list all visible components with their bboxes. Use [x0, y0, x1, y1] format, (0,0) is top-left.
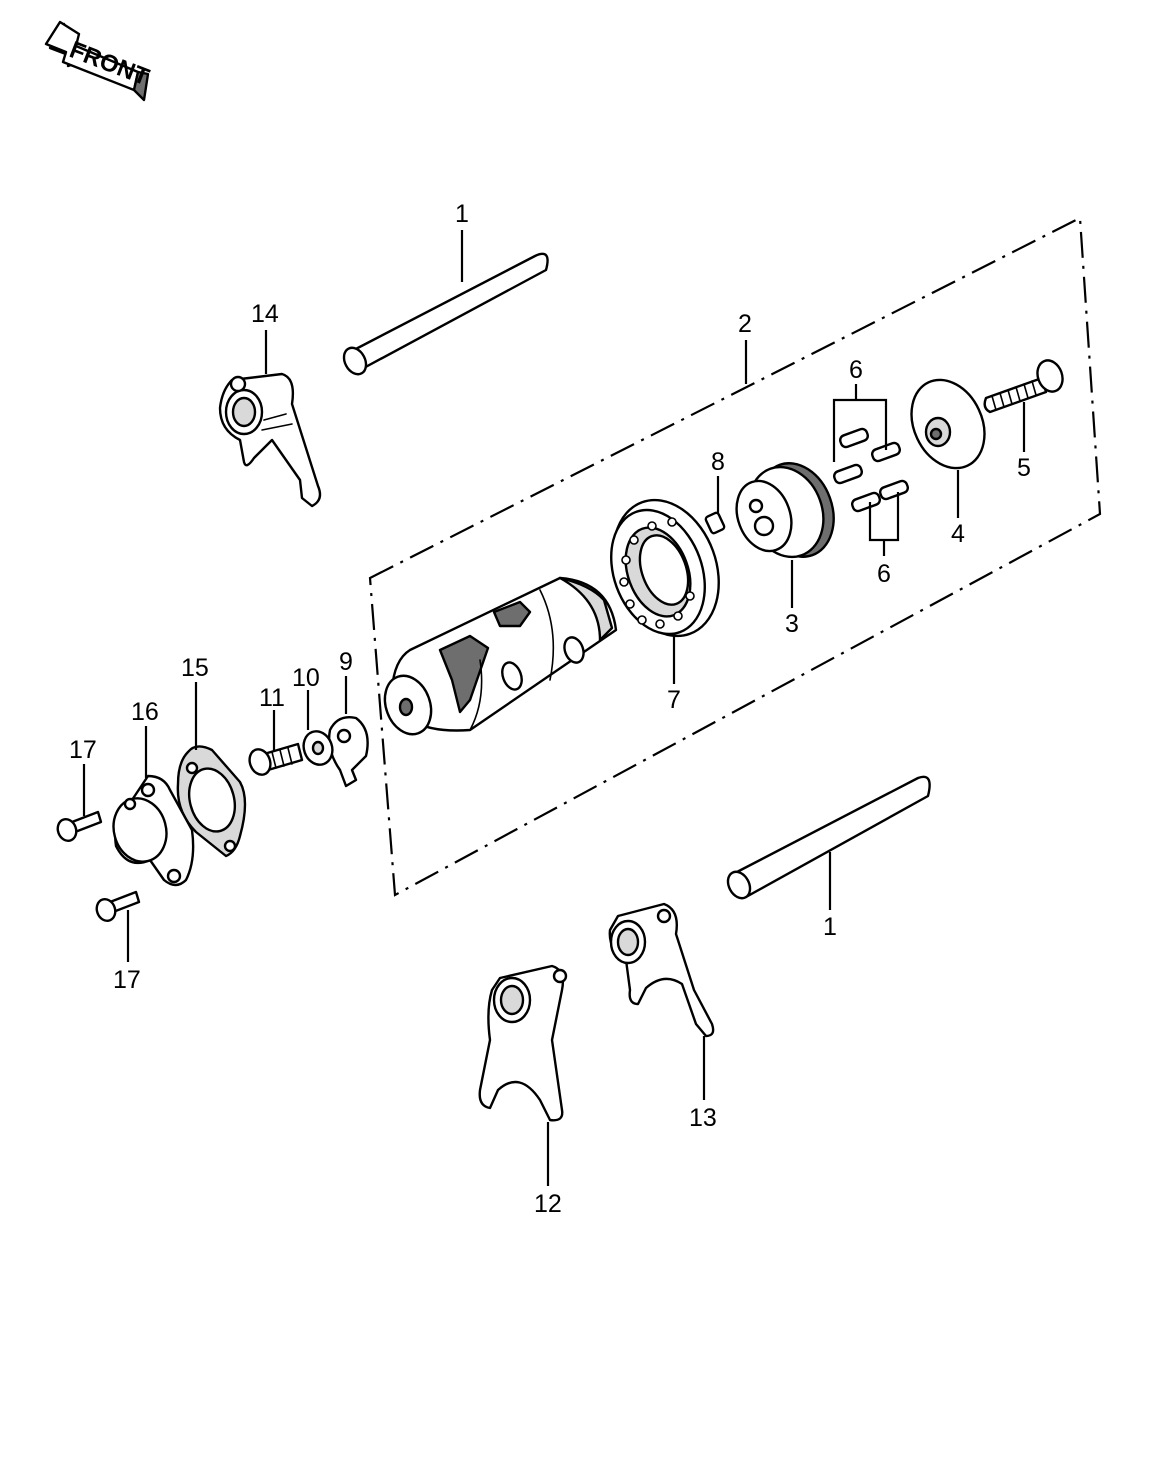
callout-8: 8: [711, 448, 725, 476]
drum-bolt: [983, 359, 1064, 414]
front-arrow-icon: FRONT: [44, 20, 153, 102]
shift-fork-upper: [218, 372, 322, 508]
leader-lines: [82, 230, 1026, 1186]
callout-1-lower: 1: [823, 913, 837, 941]
drum-cam-plate: [735, 462, 835, 559]
washer: [302, 730, 334, 766]
callout-13: 13: [689, 1104, 717, 1132]
shift-fork-lower-left: [478, 964, 568, 1122]
callout-1-upper: 1: [455, 200, 469, 228]
shift-drum: [383, 576, 618, 736]
cover-cap: [112, 774, 195, 887]
callout-14: 14: [251, 300, 279, 328]
callout-9: 9: [339, 648, 353, 676]
shift-rod-lower: [726, 775, 931, 900]
shift-fork-lower-right: [608, 902, 715, 1038]
callout-11: 11: [259, 684, 285, 712]
callout-4: 4: [951, 520, 965, 548]
ball-bearing: [610, 498, 720, 638]
screw-17-upper: [56, 810, 103, 842]
shift-rod-upper: [342, 252, 549, 376]
callout-numbers: 1 1 2 3 4 5 6 6 7 8 9 10 11 12 13 14 15 …: [69, 200, 1031, 1218]
callout-6-upper: 6: [849, 356, 863, 384]
callout-10: 10: [292, 664, 320, 692]
callout-17-lower: 17: [113, 966, 141, 994]
callout-6-lower: 6: [877, 560, 891, 588]
callout-17-upper: 17: [69, 736, 97, 764]
callout-3: 3: [785, 610, 799, 638]
screw-17-lower: [95, 890, 141, 922]
callout-12: 12: [534, 1190, 562, 1218]
drum-plate-washer: [910, 378, 986, 470]
callout-15: 15: [181, 654, 209, 682]
callout-2: 2: [738, 310, 752, 338]
drum-pin: [704, 511, 726, 535]
stopper-plate: [327, 716, 369, 788]
gasket: [176, 745, 247, 858]
callout-16: 16: [131, 698, 159, 726]
front-arrow-label: FRONT: [66, 36, 153, 91]
screw-11: [248, 742, 304, 776]
callout-7: 7: [667, 686, 681, 714]
callout-5: 5: [1017, 454, 1031, 482]
cam-pins: [833, 427, 909, 513]
assembly-boundary: [368, 216, 1102, 897]
